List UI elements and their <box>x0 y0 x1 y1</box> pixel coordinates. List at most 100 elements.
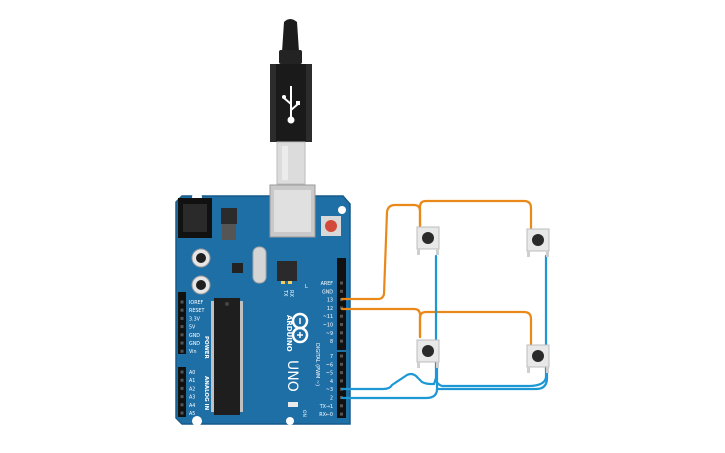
pin-label: 5V <box>189 325 196 331</box>
pin-label: A2 <box>189 386 195 392</box>
pin-label: A4 <box>189 403 195 409</box>
pin-socket[interactable] <box>180 395 184 399</box>
wire-orange <box>418 199 533 235</box>
pin-socket[interactable] <box>180 325 184 329</box>
wire-orange <box>340 203 422 301</box>
pushbutton-2[interactable] <box>526 228 550 257</box>
dc-power-jack <box>178 198 212 238</box>
pin-label: 3.3V <box>189 316 201 322</box>
usb-symbol-icon <box>282 86 300 124</box>
pin-label: ~6 <box>326 362 333 368</box>
pin-label: IOREF <box>189 300 204 306</box>
capacitor <box>191 248 211 268</box>
arduino-logo-icon <box>291 312 309 344</box>
pin-socket[interactable] <box>340 371 343 375</box>
analog-header <box>178 367 186 417</box>
pin-socket[interactable] <box>340 306 343 310</box>
pin-label: 4 <box>330 379 333 385</box>
pin-socket[interactable] <box>180 341 184 345</box>
analog-header-label: ANALOG IN <box>203 376 209 411</box>
pushbutton-1[interactable] <box>416 226 440 255</box>
pin-socket[interactable] <box>180 370 184 374</box>
pin-label: A1 <box>189 378 195 384</box>
pin-socket[interactable] <box>340 362 343 366</box>
model-text: UNO <box>284 360 300 392</box>
mount-hole <box>338 206 346 214</box>
crystal <box>252 246 267 284</box>
pin-label: RX←0 <box>319 412 333 418</box>
pin-socket[interactable] <box>340 339 343 343</box>
pin-label: AREF <box>321 281 334 287</box>
usb-controller-chip <box>277 261 297 281</box>
pin-label: GND <box>189 333 200 339</box>
wires <box>340 199 549 400</box>
pin-label: ~3 <box>326 387 333 393</box>
pin-socket[interactable] <box>180 308 184 312</box>
pin-label: 12 <box>327 306 333 312</box>
reset-button[interactable] <box>321 216 341 236</box>
pin-socket[interactable] <box>180 403 184 407</box>
mount-hole <box>286 417 294 425</box>
led-tx-label: TX <box>282 289 288 297</box>
pin-socket[interactable] <box>340 354 343 358</box>
arduino-uno[interactable]: TX RX L ARDUINO UNO ON IOREF RESET 3.3V 5V G… <box>175 184 351 426</box>
pin-label: A5 <box>189 411 195 417</box>
pin-label: 2 <box>330 396 333 402</box>
power-header <box>178 292 186 354</box>
pin-label: TX→1 <box>319 404 333 410</box>
pin-socket[interactable] <box>180 411 184 415</box>
pin-socket[interactable] <box>180 386 184 390</box>
voltage-regulator <box>221 208 237 224</box>
pin-socket[interactable] <box>180 316 184 320</box>
pin-label: ~5 <box>326 371 333 377</box>
pushbutton-4[interactable] <box>526 344 550 373</box>
power-pin-labels: IOREF RESET 3.3V 5V GND GND Vin <box>180 300 204 355</box>
pin-socket[interactable] <box>340 379 343 383</box>
wire-blue <box>435 368 549 391</box>
mount-hole <box>192 416 202 426</box>
pin-socket[interactable] <box>180 349 184 353</box>
pin-socket[interactable] <box>180 300 184 304</box>
wire-orange <box>418 310 533 348</box>
on-led <box>288 402 298 407</box>
atmega-chip <box>211 298 243 415</box>
led-l-label: L <box>305 284 308 290</box>
brand-text: ARDUINO <box>285 315 293 352</box>
pin-label: ~10 <box>323 323 333 329</box>
pin-socket[interactable] <box>340 289 343 293</box>
pin-label: ~11 <box>323 314 333 320</box>
pin-socket[interactable] <box>340 281 343 285</box>
capacitor <box>191 275 211 295</box>
pin-label: 13 <box>327 298 333 304</box>
led-rx-label: RX <box>288 290 294 297</box>
pin-label: RESET <box>189 308 204 314</box>
digital-header-bottom <box>337 352 346 418</box>
wire-orange <box>340 307 422 339</box>
pin-label: 8 <box>330 339 333 345</box>
pin-socket[interactable] <box>180 333 184 337</box>
digital-header-top <box>337 258 346 350</box>
led-on-label: ON <box>301 410 307 417</box>
pushbutton-3[interactable] <box>416 339 440 368</box>
digital-header-label: DIGITAL (PWM ~) <box>314 343 320 386</box>
pin-label: 7 <box>330 354 333 360</box>
pin-label: GND <box>322 289 333 295</box>
power-header-label: POWER <box>203 336 209 360</box>
smd-chip <box>232 263 243 273</box>
usb-cable[interactable] <box>270 19 312 185</box>
pin-label: Vin <box>189 349 197 355</box>
digital-pin-labels: AREF GND 13 12 ~11 ~10 ~9 8 7 ~6 ~5 4 ~3 2TX→1RX←0 <box>319 281 343 418</box>
pin-socket[interactable] <box>180 378 184 382</box>
pin-socket[interactable] <box>340 323 343 326</box>
pin-label: ~9 <box>326 331 333 337</box>
pin-label: GND <box>189 341 200 347</box>
wire-blue <box>340 254 438 391</box>
pin-socket[interactable] <box>340 412 343 416</box>
pin-label: A3 <box>189 395 195 401</box>
pin-socket[interactable] <box>340 331 343 335</box>
pin-label: A0 <box>189 370 195 376</box>
pin-socket[interactable] <box>340 314 343 318</box>
pin-socket[interactable] <box>340 404 343 408</box>
